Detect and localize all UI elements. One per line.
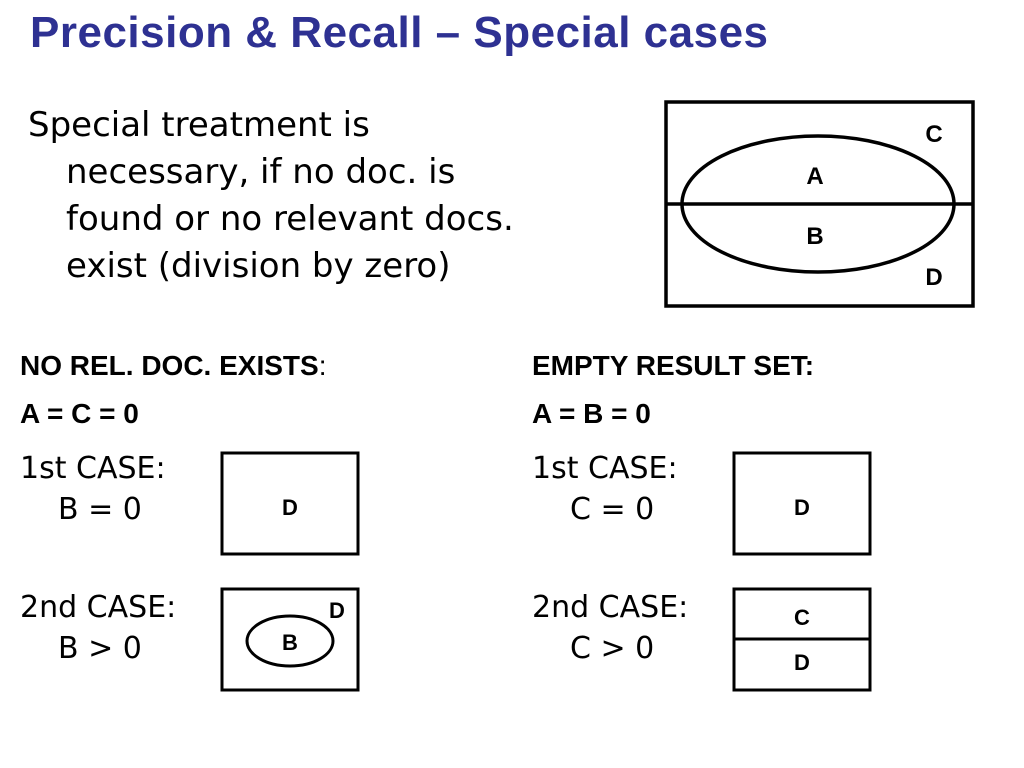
right-condition: A = B = 0	[532, 398, 651, 429]
left-case-2-box	[220, 587, 360, 692]
left-heading-text: NO REL. DOC. EXISTS	[20, 350, 319, 381]
left-case-1-condition: B = 0	[58, 492, 142, 527]
right-case-2-label-c: C	[794, 605, 810, 630]
left-case-1-label-d: D	[282, 495, 298, 520]
left-case-2-ellipse	[245, 614, 335, 668]
intro-line-1: Special treatment is	[28, 105, 370, 145]
right-case-2-condition: C > 0	[570, 631, 655, 666]
main-label-c: C	[925, 121, 942, 148]
left-case-1-name: 1st CASE:	[20, 451, 166, 486]
main-diagram: C A B D	[664, 100, 975, 308]
left-case-2-label-d: D	[329, 598, 345, 623]
intro-text: Special treatment is necessary, if no do…	[28, 102, 628, 290]
slide-title: Precision & Recall – Special cases	[30, 8, 769, 57]
left-case-2-label-b: B	[282, 630, 298, 655]
left-case-2-condition: B > 0	[58, 631, 142, 666]
right-case-1-label-d: D	[794, 495, 810, 520]
right-case-2-name: 2nd CASE:	[532, 590, 689, 625]
right-case-1-condition: C = 0	[570, 492, 655, 527]
intro-line-4: exist (division by zero)	[66, 246, 451, 286]
left-case-2-diagram: D B	[220, 587, 360, 692]
right-heading: EMPTY RESULT SET:	[532, 350, 815, 381]
right-case-2: 2nd CASE: C > 0	[532, 587, 688, 669]
right-case-2-label-d: D	[794, 650, 810, 675]
right-case-2-diagram: C D	[732, 587, 872, 692]
left-heading: NO REL. DOC. EXISTS:	[20, 350, 326, 382]
left-heading-colon: :	[318, 350, 327, 381]
right-case-1-name: 1st CASE:	[532, 451, 678, 486]
right-case-1-diagram: D	[732, 451, 872, 556]
left-case-1-box	[220, 451, 360, 556]
main-label-d: D	[925, 264, 942, 291]
left-case-2: 2nd CASE: B > 0	[20, 587, 176, 669]
left-case-1-diagram: D	[220, 451, 360, 556]
right-case-1: 1st CASE: C = 0	[532, 448, 678, 530]
intro-line-2: necessary, if no doc. is	[66, 152, 456, 192]
main-label-a: A	[806, 163, 823, 190]
left-case-2-name: 2nd CASE:	[20, 590, 177, 625]
right-case-1-box	[732, 451, 872, 556]
main-label-b: B	[806, 223, 823, 250]
left-case-1: 1st CASE: B = 0	[20, 448, 166, 530]
intro-line-3: found or no relevant docs.	[66, 199, 514, 239]
left-condition: A = C = 0	[20, 398, 139, 429]
